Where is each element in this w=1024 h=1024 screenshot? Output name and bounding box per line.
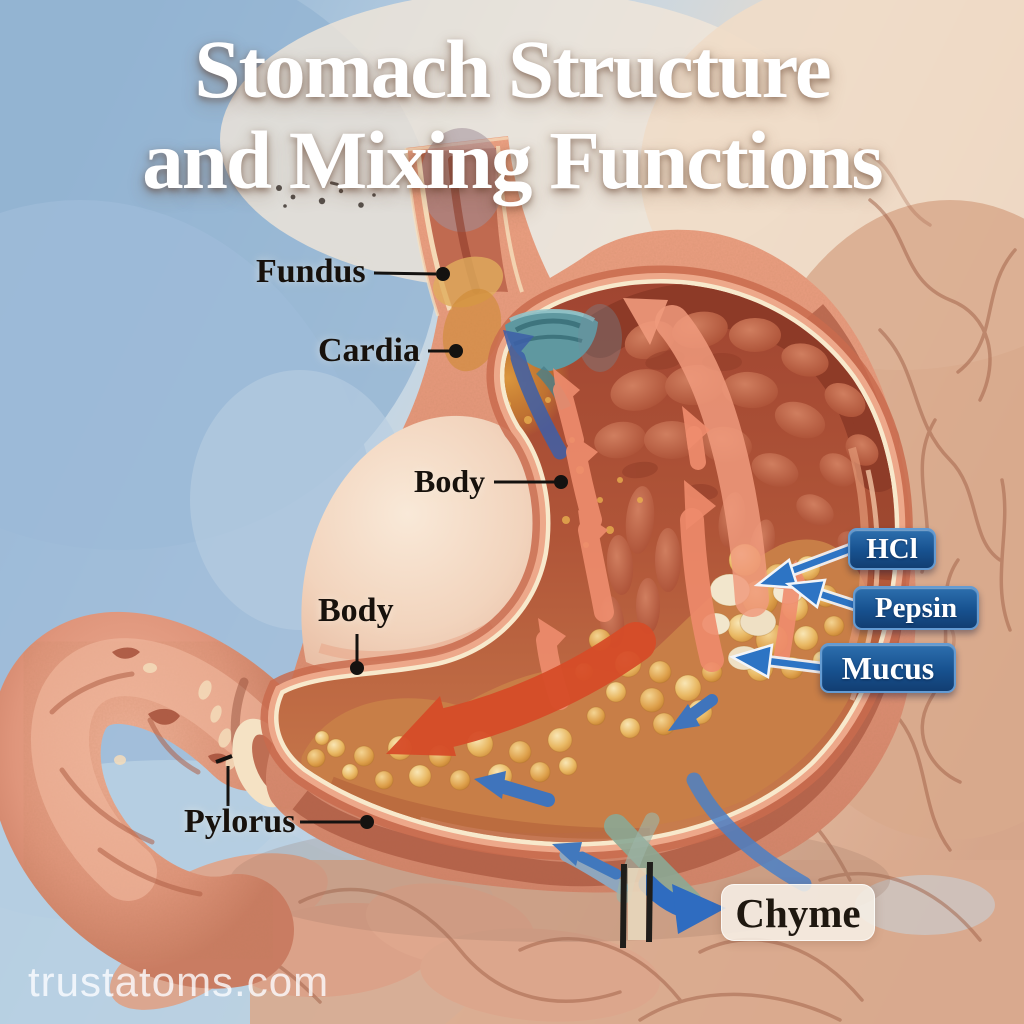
callout-pepsin: Pepsin xyxy=(853,586,979,630)
mixing-arrows xyxy=(386,298,812,934)
duodenum-creases xyxy=(112,647,228,764)
label-body-upper: Body xyxy=(414,463,486,499)
page-title: Stomach Structure and Mixing Functions xyxy=(0,23,1024,207)
label-fundus: Fundus xyxy=(256,253,366,290)
retropulsion-arrow xyxy=(386,622,656,756)
callout-hcl: HCl xyxy=(848,528,936,570)
duodenum xyxy=(0,612,308,989)
cardia-reflux-arrow xyxy=(503,330,568,460)
watermark: trustatoms.com xyxy=(28,958,330,1005)
title-line-1: Stomach Structure xyxy=(194,23,831,115)
title-line-2: and Mixing Functions xyxy=(142,114,883,207)
label-pylorus: Pylorus xyxy=(184,803,296,840)
leader-lines xyxy=(215,267,568,829)
label-chyme: Chyme xyxy=(721,884,875,941)
callout-pointer-arrows xyxy=(728,543,863,679)
pyloric-canal-marker xyxy=(620,861,653,949)
upward-mixing-arrows-right xyxy=(623,298,810,672)
label-cardia: Cardia xyxy=(318,332,420,369)
callout-mucus: Mucus xyxy=(820,643,956,693)
label-body-lower: Body xyxy=(318,592,394,629)
